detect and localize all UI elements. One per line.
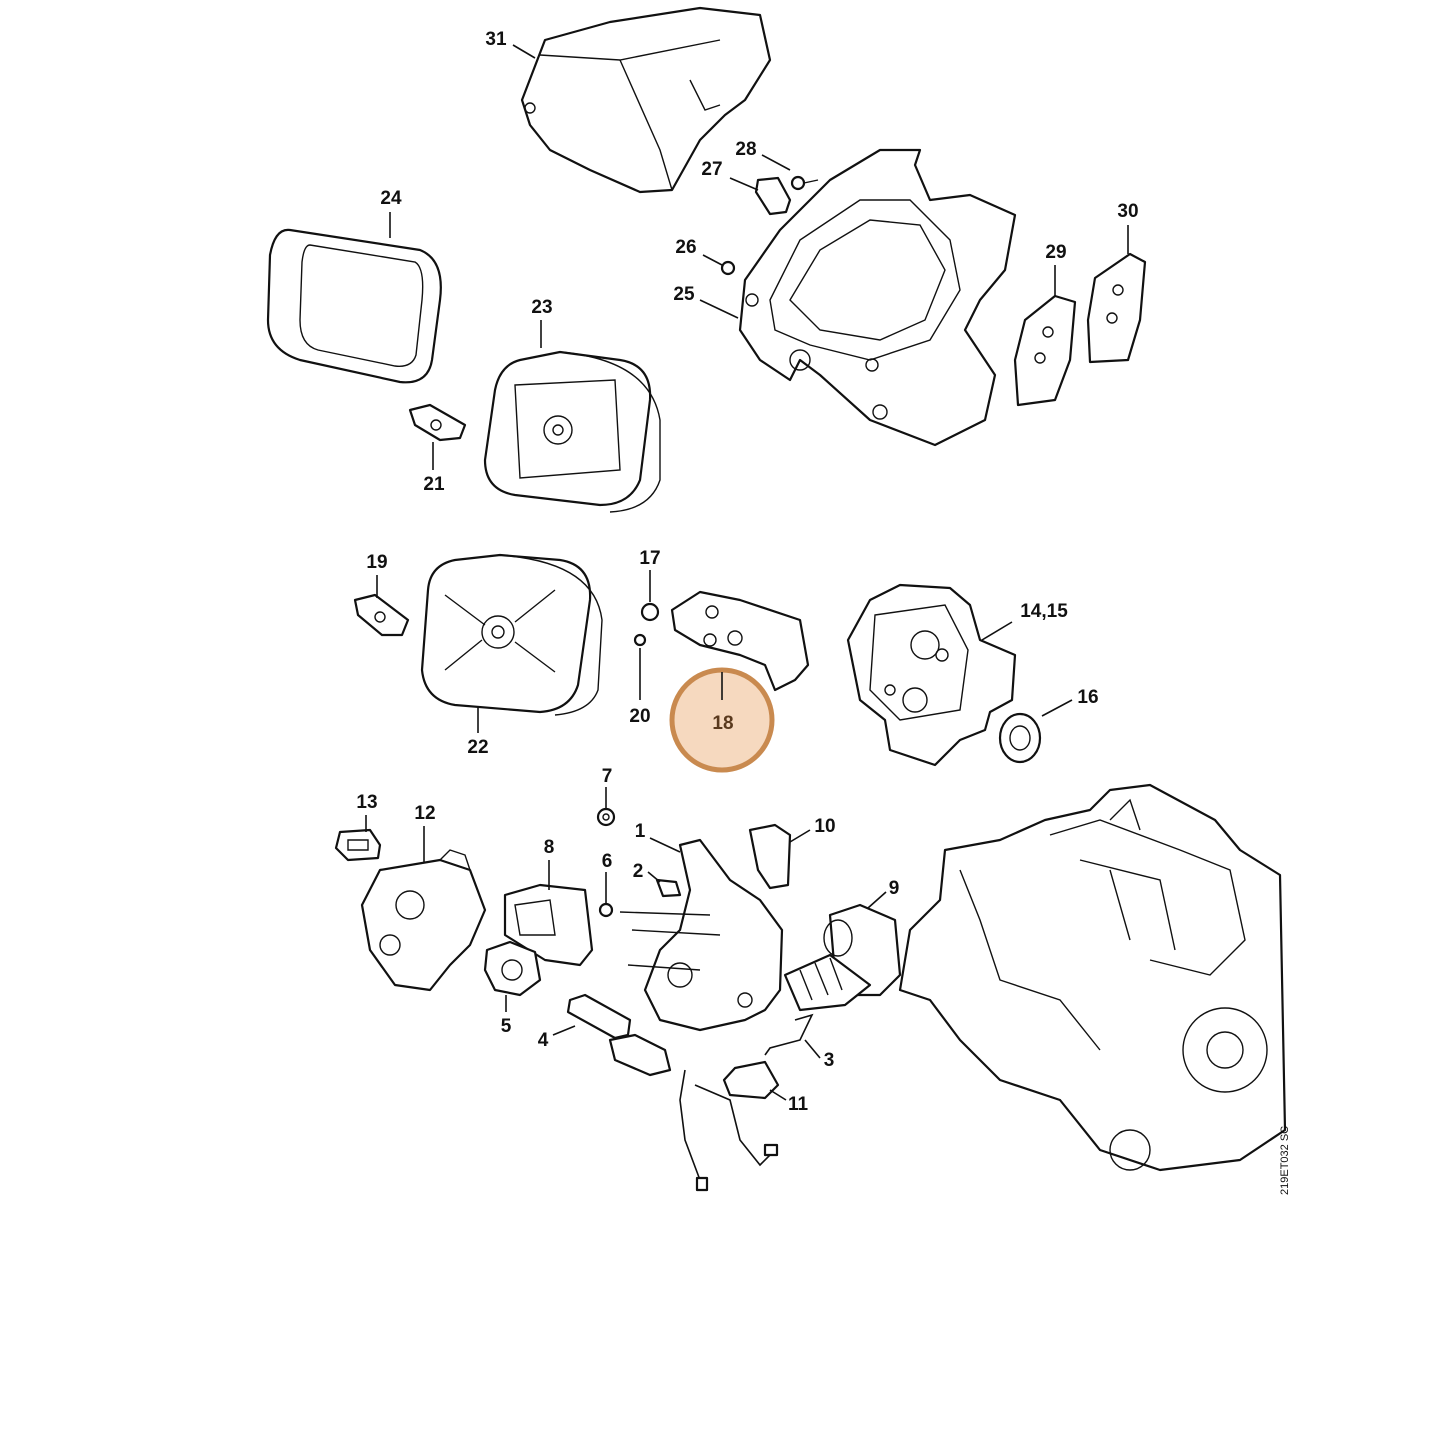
part-13-grommet [334,828,382,862]
label-6: 6 [602,851,613,872]
part-10-plate [748,823,792,890]
part-11-cover [722,1060,780,1100]
label-5: 5 [501,1016,512,1037]
part-4-lever [566,993,672,1077]
part-27-clip [754,176,792,216]
part-8-spacer [503,883,594,967]
part-12-carburetor [360,849,487,992]
label-4: 4 [538,1030,549,1051]
label-30: 30 [1117,201,1138,222]
label-9: 9 [889,878,900,899]
part-labels: 31 28 27 26 25 24 23 21 29 30 19 17 20 2… [356,29,1138,1115]
part-30-baffle [1086,252,1147,364]
label-22: 22 [467,737,488,758]
part-28-screw [790,175,819,191]
label-17: 17 [639,548,660,569]
engine-block [898,783,1287,1172]
part-21-knob [408,403,467,442]
label-19: 19 [366,552,387,573]
label-26: 26 [675,237,696,258]
part-6-washer [598,902,614,918]
label-18[interactable]: 18 [712,713,733,734]
drawing-code: 219ET032 SC [1279,1126,1291,1195]
label-31: 31 [485,29,507,50]
part-9-boot [783,903,902,1012]
label-20: 20 [629,706,650,727]
part-5-gasket [483,940,542,997]
part-19-knob [353,593,410,637]
part-1-manifold [619,838,784,1032]
part-7-washer [596,807,616,827]
part-3-rod [764,1013,814,1056]
part-23-filter [483,350,661,513]
wire-harness [679,1069,779,1192]
part-31-shroud [520,6,772,194]
label-25: 25 [673,284,695,305]
label-12: 12 [414,803,435,824]
part-16-seal [998,712,1042,764]
label-16: 16 [1077,687,1098,708]
part-24-band [266,228,442,384]
highlight-part-18[interactable] [669,667,775,773]
label-23: 23 [531,297,552,318]
label-3: 3 [824,1050,835,1071]
label-13: 13 [356,792,377,813]
part-26-nut [720,260,736,276]
part-18-bracket [670,590,810,692]
label-1: 1 [635,821,646,842]
part-29-baffle [1013,294,1077,407]
label-10: 10 [814,816,835,837]
label-29: 29 [1045,242,1066,263]
part-2-clip [655,878,682,898]
part-17-nut [640,602,660,622]
part-22-filter [420,553,603,716]
label-2: 2 [633,861,644,882]
label-11: 11 [788,1094,809,1115]
label-14-15: 14,15 [1020,601,1068,622]
label-21: 21 [423,474,445,495]
label-27: 27 [701,159,722,180]
label-7: 7 [602,766,613,787]
label-24: 24 [380,188,402,209]
label-28: 28 [735,139,756,160]
label-8: 8 [544,837,555,858]
part-20-washer [633,633,647,647]
leader-lines [365,44,1129,1101]
part-25-frame [738,148,1017,447]
part-14-15-housing [846,583,1017,767]
